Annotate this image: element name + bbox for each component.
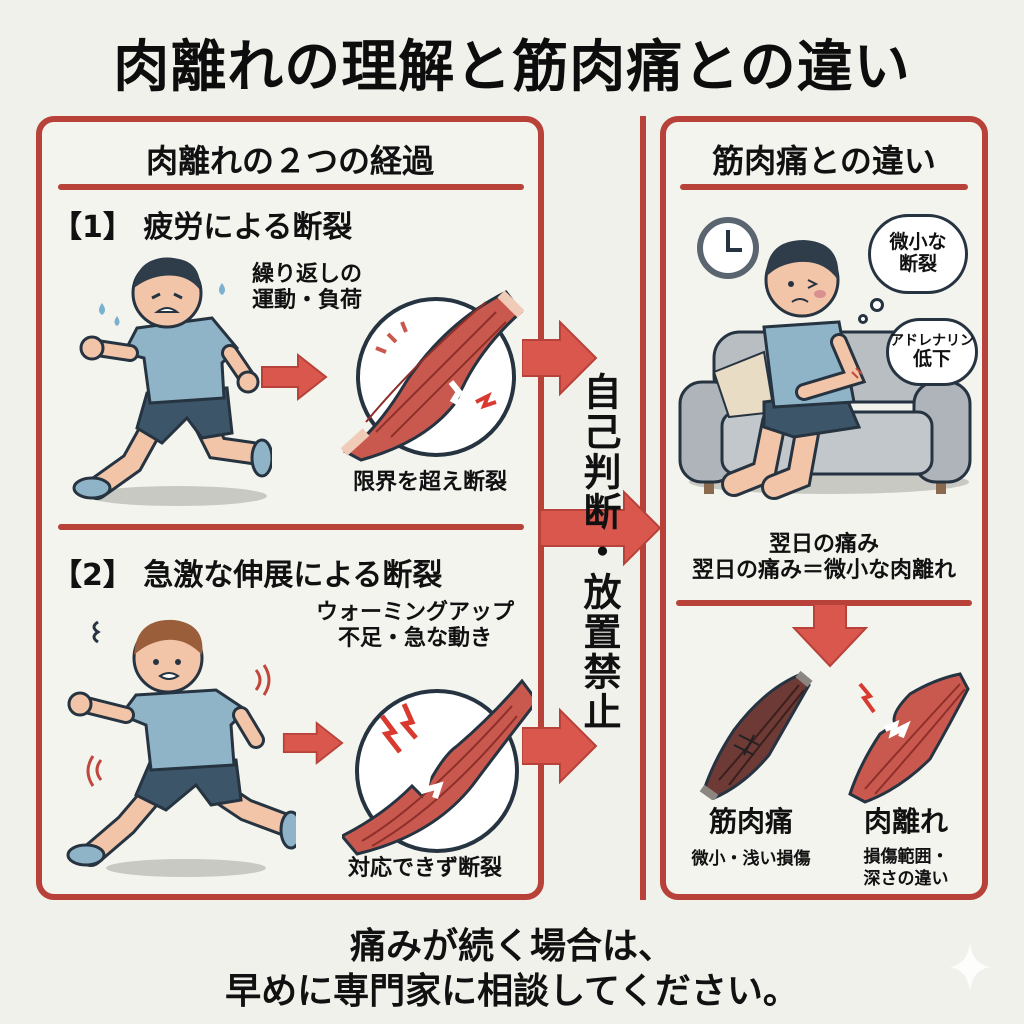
bottom-message: 痛みが続く場合は、 早めに専門家に相談してください。 bbox=[225, 926, 799, 1012]
thought-dot bbox=[858, 314, 868, 324]
section2-result: 対応できず断裂 bbox=[347, 856, 502, 881]
right-heading-divider bbox=[680, 184, 968, 190]
section2-title: 【2】 急激な伸展による断裂 bbox=[52, 558, 443, 593]
arrow-right-top-icon bbox=[522, 318, 602, 398]
left-heading-divider bbox=[58, 184, 524, 190]
main-title: 肉離れの理解と筋肉痛との違い bbox=[113, 35, 911, 100]
clock-icon bbox=[696, 216, 760, 280]
center-divider bbox=[640, 116, 646, 900]
sore-muscle-icon bbox=[694, 670, 814, 800]
right-panel-heading: 筋肉痛との違い bbox=[712, 142, 936, 180]
running-tired-boy-illustration bbox=[62, 248, 272, 508]
thought-dot bbox=[870, 298, 884, 312]
left-panel-heading: 肉離れの２つの経過 bbox=[145, 142, 434, 180]
compare-sore-muscle: 筋肉痛 微小・浅い損傷 bbox=[691, 805, 811, 869]
boy-on-sofa-illustration bbox=[674, 222, 974, 502]
warning-no-self-judgment: 自己判断・放置禁止 bbox=[577, 372, 621, 732]
section1-cause: 繰り返しの 運動・負荷 bbox=[251, 262, 362, 314]
section1-title: 【1】 疲労による断裂 bbox=[52, 210, 353, 245]
compare-muscle-tear: 肉離れ 損傷範囲・ 深さの違い bbox=[863, 805, 949, 890]
section-divider bbox=[58, 524, 524, 530]
thought-bubble-adrenaline: アドレナリン 低下 bbox=[886, 318, 978, 386]
arrow-right-middle-icon bbox=[540, 488, 664, 568]
arrow-right-bottom-icon bbox=[522, 706, 602, 786]
torn-muscle-lightning-icon bbox=[342, 676, 532, 856]
sparkle-icon bbox=[950, 942, 990, 992]
section1-result: 限界を超え断裂 bbox=[352, 470, 507, 495]
section2-cause: ウォーミングアップ 不足・急な動き bbox=[315, 600, 514, 652]
arrow-right-icon bbox=[260, 352, 328, 402]
running-strained-boy-illustration bbox=[66, 610, 296, 880]
next-day-pain-caption: 翌日の痛み 翌日の痛み＝微小な肉離れ bbox=[691, 532, 956, 584]
thought-bubble-micro-tear: 微小な 断裂 bbox=[868, 214, 968, 294]
arrow-down-icon bbox=[790, 604, 870, 668]
arrow-right-icon bbox=[282, 718, 344, 768]
torn-muscle-cracks-icon bbox=[336, 282, 526, 462]
torn-muscle-icon bbox=[840, 664, 970, 804]
right-caption-divider bbox=[676, 600, 972, 606]
